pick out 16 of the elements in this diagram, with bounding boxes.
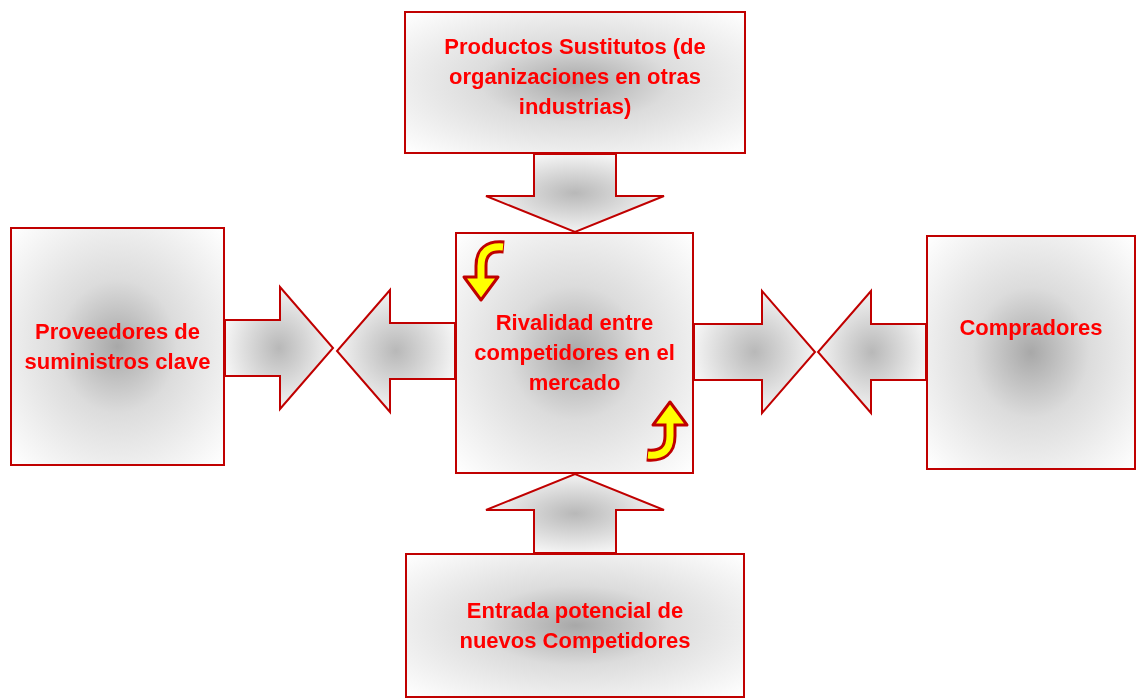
- process-box: [926, 235, 1136, 470]
- box-label: Entrada potencial de nuevos Competidores: [458, 596, 692, 655]
- block-arrow: [224, 284, 335, 412]
- process-box: [10, 227, 225, 466]
- block-arrow: [485, 472, 665, 554]
- block-arrow: [485, 153, 665, 234]
- box-label: Productos Sustitutos (de organizaciones en otras industrias): [443, 32, 707, 121]
- process-box: [455, 232, 694, 474]
- block-arrow: [816, 288, 927, 416]
- process-box: [404, 11, 746, 154]
- box-label: Compradores: [959, 313, 1103, 342]
- process-box: [405, 553, 745, 698]
- block-arrow: [335, 287, 456, 415]
- box-label: Rivalidad entre competidores en el mercado: [473, 309, 676, 397]
- block-arrow: [693, 288, 817, 416]
- box-label: Proveedores de suministros clave: [23, 317, 212, 376]
